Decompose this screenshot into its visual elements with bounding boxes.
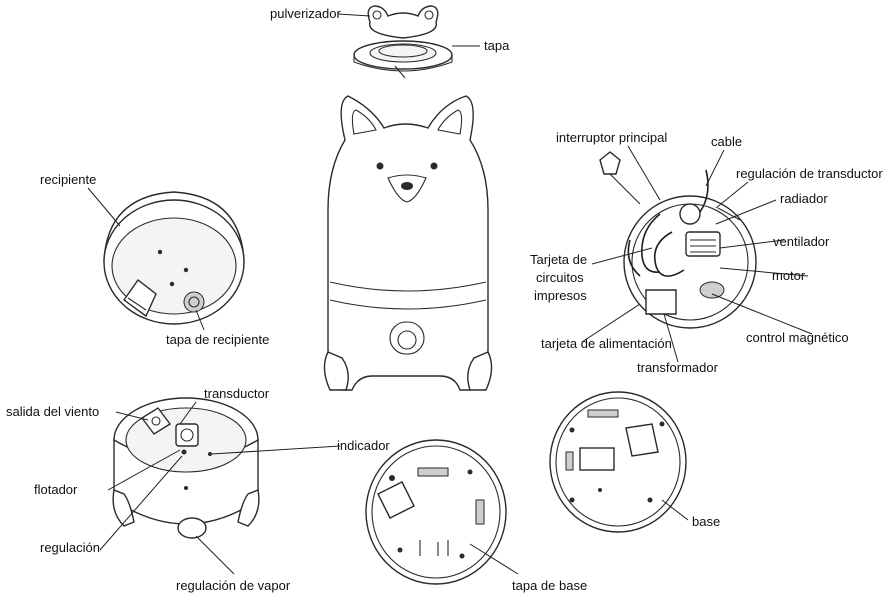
label-radiador: radiador bbox=[780, 191, 828, 206]
lid-part bbox=[354, 41, 452, 78]
tank-part bbox=[104, 192, 244, 324]
label-tapa-de-base: tapa de base bbox=[512, 578, 587, 593]
label-control-magnetico: control magnético bbox=[746, 330, 849, 345]
label-tarjeta-line-3: impresos bbox=[534, 288, 587, 303]
label-cable: cable bbox=[711, 134, 742, 149]
label-salida-del-viento: salida del viento bbox=[6, 404, 99, 419]
label-tapa: tapa bbox=[484, 38, 510, 53]
base-unit-part bbox=[113, 398, 259, 538]
label-flotador: flotador bbox=[34, 482, 78, 497]
label-indicador: indicador bbox=[337, 438, 390, 453]
label-base: base bbox=[692, 514, 720, 529]
nozzle-part bbox=[368, 6, 438, 38]
electronics-part bbox=[600, 152, 756, 328]
label-motor: motor bbox=[772, 268, 806, 283]
label-tarjeta-line-1: Tarjeta de bbox=[530, 252, 587, 267]
label-tapa-de-recipiente: tapa de recipiente bbox=[166, 332, 269, 347]
label-interruptor-principal: interruptor principal bbox=[556, 130, 667, 145]
label-recipiente: recipiente bbox=[40, 172, 96, 187]
label-regulacion: regulación bbox=[40, 540, 100, 555]
label-transformador: transformador bbox=[637, 360, 719, 375]
label-regulacion-de-transductor: regulación de transductor bbox=[736, 166, 883, 181]
label-pulverizador: pulverizador bbox=[270, 6, 341, 21]
fox-body bbox=[324, 96, 491, 390]
label-tarjeta-line-2: circuitos bbox=[536, 270, 584, 285]
base-cover-part bbox=[366, 440, 506, 584]
base-part bbox=[550, 392, 686, 532]
label-transductor: transductor bbox=[204, 386, 270, 401]
label-tarjeta-de-alimentacion: tarjeta de alimentación bbox=[541, 336, 672, 351]
label-ventilador: ventilador bbox=[773, 234, 830, 249]
label-regulacion-de-vapor: regulación de vapor bbox=[176, 578, 291, 593]
